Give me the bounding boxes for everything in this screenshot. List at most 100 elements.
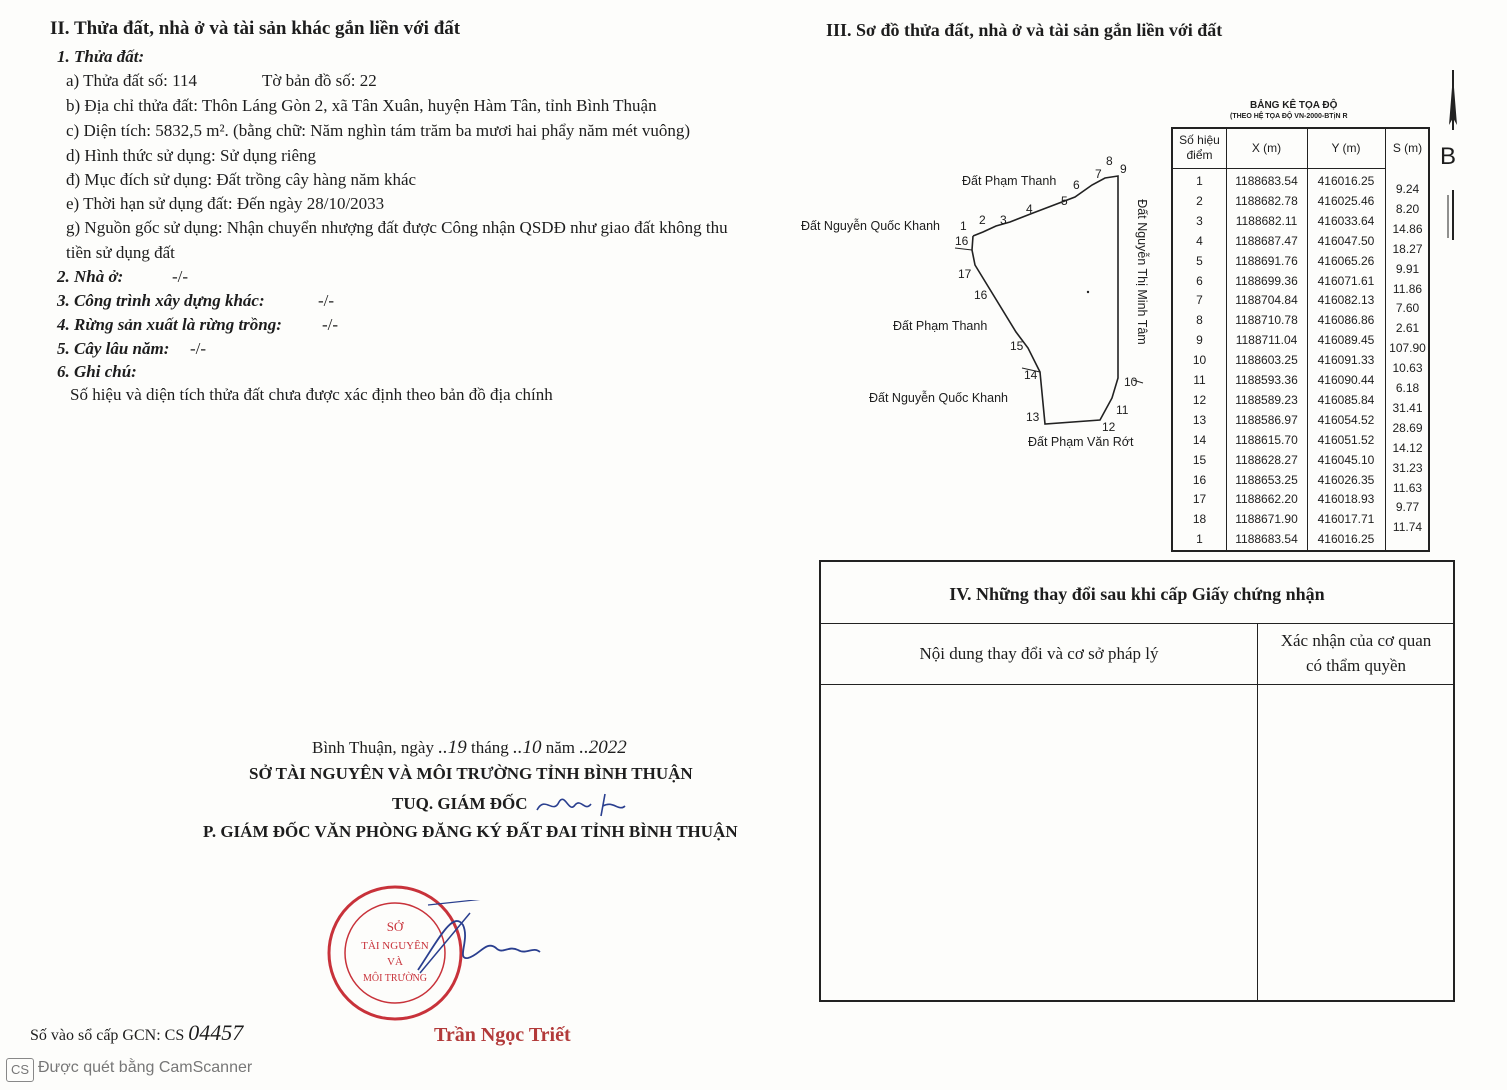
sketch-point-16a: 16 [974,288,988,302]
sketch-point-10: 10 [1124,375,1138,389]
neighbor-pham-thanh-mid: Đất Phạm Thanh [893,319,988,333]
section2-title: II. Thửa đất, nhà ở và tài sản khác gắn … [50,18,461,39]
coord-cell-x: 1188691.76 [1235,253,1298,268]
perennial-label: 5. Cây lâu năm: [57,339,170,358]
section3-title: III. Sơ đồ thửa đất, nhà ở và tài sản gắ… [826,20,1223,40]
date-day: ..19 [438,737,467,758]
perennial-value: -/- [190,339,207,358]
coord-cell-s: 7.60 [1395,301,1420,316]
coord-cell-s: 11.74 [1392,520,1423,535]
sketch-point-12: 12 [1102,420,1116,434]
coord-cell-y: 416033.64 [1317,213,1375,228]
coord-cell-y: 416090.44 [1317,373,1375,387]
coord-cell-y: 416082.13 [1317,293,1375,308]
gcn-number: 04457 [188,1020,244,1045]
date-month: ..10 [513,737,542,758]
coord-cell-p: 12 [1192,392,1207,407]
date-year-word: năm [545,738,576,757]
other-construction-label: 3. Công trình xây dựng khác: [57,291,265,310]
col-point-line2: điểm [1186,148,1213,162]
official-stamp-icon: SỞ TÀI NGUYÊN VÀ MÔI TRƯỜNG [327,885,471,1021]
col-change-content: Nội dung thay đổi và cơ sở pháp lý [919,644,1159,663]
col-point-line1: Số hiệu [1179,133,1220,147]
date-month-word: tháng [470,738,509,757]
sketch-point-13: 13 [1026,410,1040,424]
coord-cell-p: 17 [1192,492,1207,507]
notes-label: 6. Ghi chú: [57,362,137,381]
coord-cell-s: 31.41 [1392,400,1423,415]
coord-cell-s: 6.18 [1395,381,1420,395]
notes-value: Số hiệu và diện tích thửa đất chưa được … [70,385,553,404]
coord-cell-p: 9 [1196,333,1203,348]
camscanner-logo-icon: CS [6,1058,34,1082]
coord-table-subtitle: (THEO HỆ TỌA ĐỘ VN-2000-BTịN R [1230,113,1348,120]
coord-cell-x: 1188687.47 [1235,233,1298,248]
coord-cell-x: 1188683.54 [1235,532,1298,547]
coord-cell-x: 1188586.97 [1235,412,1298,427]
sketch-point-3: 3 [1000,213,1007,227]
coord-cell-y: 416065.26 [1317,253,1375,268]
coord-cell-p: 10 [1192,353,1207,368]
coord-cell-x: 1188699.36 [1235,273,1298,288]
coord-cell-x: 1188589.23 [1235,392,1298,407]
coord-cell-x: 1188682.11 [1235,213,1298,228]
coord-cell-p: 4 [1196,233,1203,248]
coord-cell-s: 31.23 [1392,460,1423,475]
sketch-point-4: 4 [1026,202,1033,216]
coord-cell-y: 416045.10 [1317,452,1375,467]
neighbor-pham-thanh-top: Đất Phạm Thanh [962,174,1057,188]
date-prefix: Bình Thuận, ngày [312,738,434,757]
coord-cell-p: 6 [1196,273,1203,288]
initials-scribble [536,793,626,817]
sketch-point-15: 15 [1010,339,1024,353]
coord-cell-s: 11.63 [1392,480,1423,495]
north-label: B [1440,143,1457,170]
house-label: 2. Nhà ở: [57,267,124,286]
coord-cell-s: 2.61 [1395,321,1420,336]
coord-cell-p: 7 [1196,293,1203,308]
coord-cell-s: 11.86 [1392,281,1423,296]
coord-cell-x: 1188593.36 [1235,373,1298,387]
coord-cell-s: 14.86 [1392,221,1423,236]
coord-cell-p: 2 [1196,193,1203,208]
issue-date: Bình Thuận, ngày ..19 tháng ..10 năm ..2… [312,737,627,759]
map-number: Tờ bản đồ số: 22 [262,71,377,90]
coord-cell-y: 416016.25 [1317,532,1375,547]
date-year: ..2022 [579,737,627,758]
coord-cell-x: 1188615.70 [1235,432,1298,447]
coord-cell-s: 18.27 [1392,241,1423,256]
coord-cell-y: 416054.52 [1317,412,1375,427]
sketch-point-5: 5 [1061,194,1068,208]
coord-cell-s: 10.63 [1392,361,1423,376]
forest-label: 4. Rừng sản xuất là rừng trồng: [57,315,282,334]
parcel-area: c) Diện tích: 5832,5 m². (bằng chữ: Năm … [66,121,691,140]
usage-purpose: đ) Mục đích sử dụng: Đất trồng cây hàng … [66,170,417,189]
gcn-register-number: Số vào sổ cấp GCN: CS 04457 [30,1020,243,1046]
coord-cell-p: 13 [1192,412,1207,427]
col-y-header: Y (m) [1331,141,1361,155]
gcn-label: Số vào sổ cấp GCN: CS [30,1027,185,1044]
parcel-boundary [971,175,1119,425]
forest-value: -/- [322,315,339,334]
col-confirm-line2: có thẩm quyền [1305,656,1407,675]
usage-term: e) Thời hạn sử dụng đất: Đến ngày 28/10/… [66,194,385,213]
col-x-header: X (m) [1251,141,1282,155]
coord-cell-y: 416085.84 [1317,392,1375,407]
coord-cell-p: 11 [1193,373,1206,387]
coord-cell-p: 3 [1196,213,1203,228]
coord-cell-p: 8 [1196,313,1203,328]
handwritten-signature [417,900,541,971]
coord-cell-x: 1188683.54 [1235,174,1298,188]
section4-title: IV. Những thay đổi sau khi cấp Giấy chứn… [949,584,1325,604]
signer-role-1: TUQ. GIÁM ĐỐC [392,794,528,813]
coord-cell-y: 416018.93 [1317,492,1375,507]
coord-cell-x: 1188710.78 [1235,313,1298,328]
coord-cell-y: 416086.86 [1317,313,1375,328]
parcel-address: b) Địa chỉ thửa đất: Thôn Láng Gòn 2, xã… [66,96,657,115]
sketch-point-16b: 16 [955,234,969,248]
coord-cell-p: 1 [1196,174,1203,188]
parcel-number: a) Thửa đất số: 114 [66,71,198,90]
issuing-org: SỞ TÀI NGUYÊN VÀ MÔI TRƯỜNG TỈNH BÌNH TH… [249,764,693,783]
sketch-point-6: 6 [1073,178,1080,192]
